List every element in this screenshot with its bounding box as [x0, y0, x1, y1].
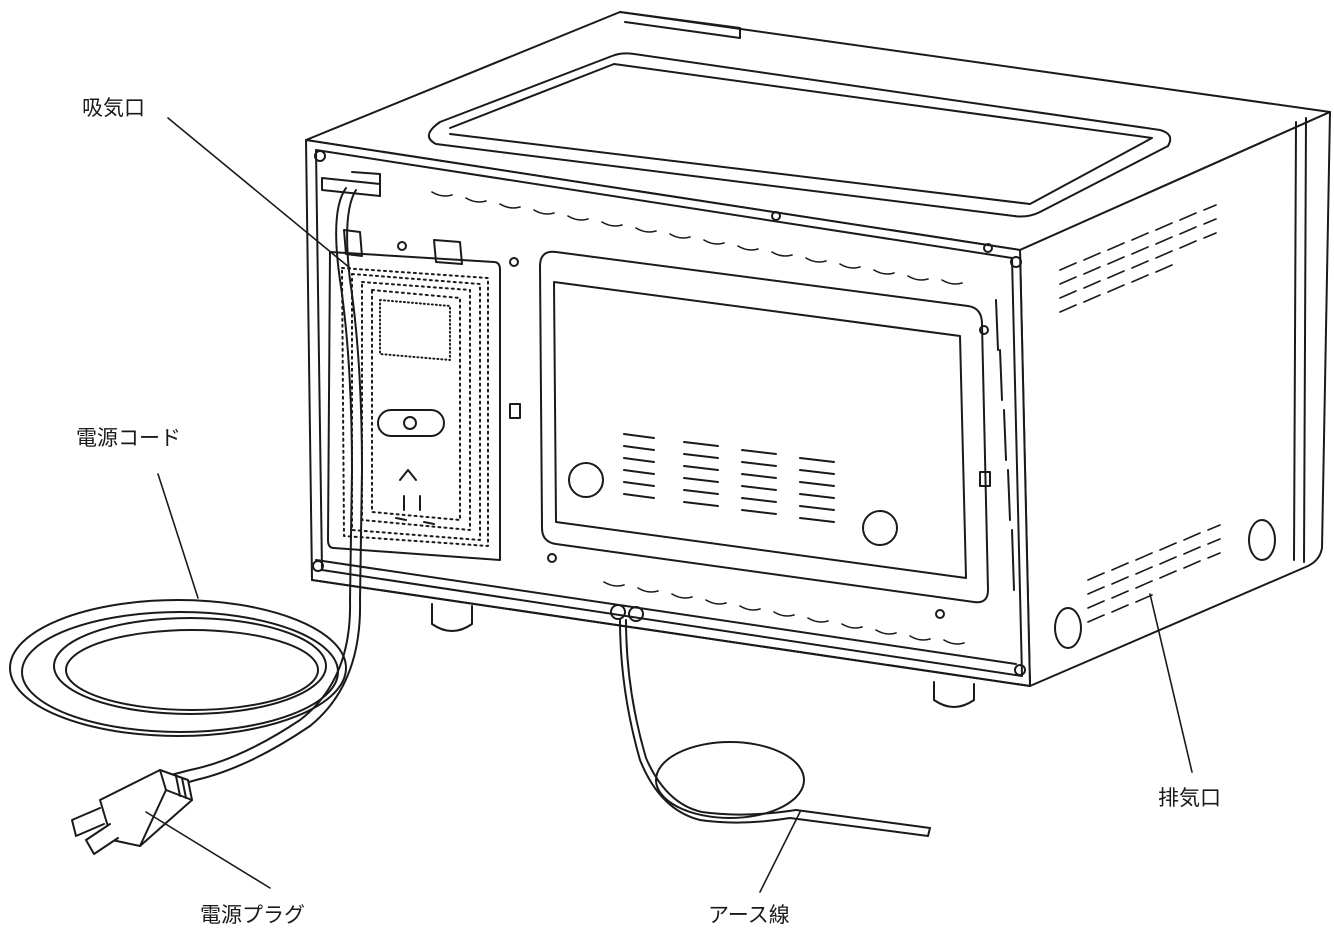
intake-vent-panel — [327, 229, 501, 561]
exhaust-vents-upper — [1059, 204, 1217, 313]
rear-panel — [305, 139, 1031, 687]
exhaust-vents-lower — [1087, 524, 1221, 623]
label-power-plug: 電源プラグ — [200, 903, 305, 927]
label-intake: 吸気口 — [82, 96, 145, 120]
label-exhaust: 排気口 — [1158, 786, 1221, 810]
leader-lines — [145, 117, 1193, 893]
label-earth-wire: アース線 — [708, 903, 790, 927]
leader-power-plug — [145, 811, 271, 889]
rear-vents-bottom — [603, 581, 965, 645]
cabinet-right-side — [1019, 111, 1331, 687]
leader-exhaust — [1149, 593, 1193, 773]
cabinet-feet — [431, 603, 975, 708]
earth-wire — [610, 604, 931, 837]
rear-center-panel — [509, 211, 993, 619]
power-plug — [71, 769, 193, 855]
leader-power-cord — [157, 473, 199, 599]
cord-holder-bracket — [321, 171, 381, 197]
rear-vents-top — [431, 191, 963, 285]
label-power-cord: 電源コード — [76, 426, 181, 450]
leader-earth-wire — [759, 811, 801, 893]
leader-intake — [167, 117, 351, 269]
